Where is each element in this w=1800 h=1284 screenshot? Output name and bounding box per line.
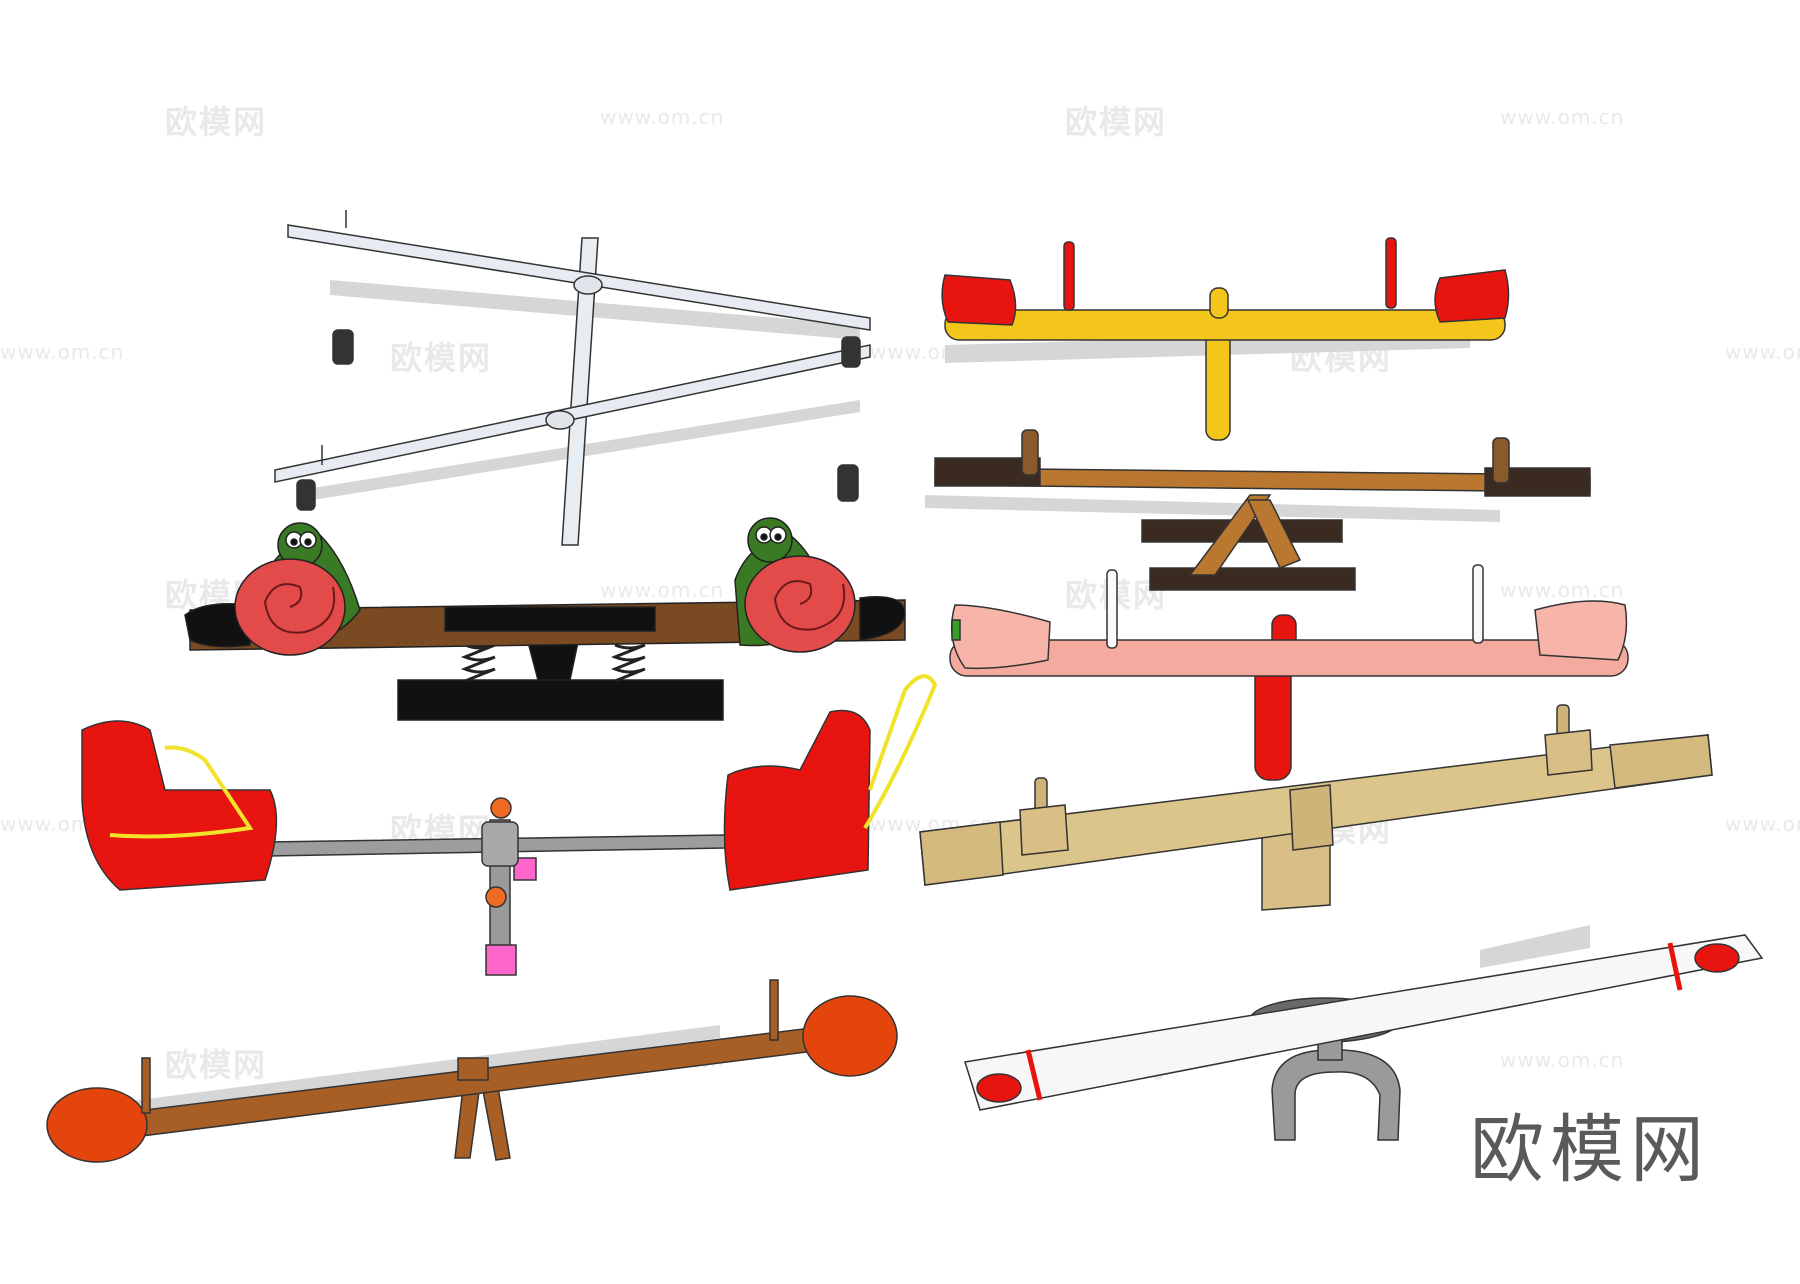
seat: [950, 604, 1051, 670]
clamp: [545, 410, 575, 430]
handle-post: [1021, 429, 1039, 476]
plank: [104, 1021, 863, 1141]
natural-timber-seesaw: [919, 704, 1713, 911]
center-grip: [444, 606, 656, 632]
seat-pad: [1694, 943, 1740, 973]
tyre-bumper: [837, 464, 859, 502]
pink-seesaw-red-post: [949, 564, 1629, 781]
bucket-seat: [723, 709, 871, 891]
safety-bar: [109, 745, 254, 839]
clamp: [573, 275, 603, 295]
brand-logo: 欧模网: [1470, 1107, 1710, 1193]
pivot-sleeve: [481, 821, 519, 867]
tyre-bumper: [841, 336, 861, 368]
snail-figure: [734, 517, 856, 653]
red-bucket-seat-seesaw: [81, 674, 938, 976]
base-plate: [397, 679, 724, 721]
base-beam: [1149, 567, 1356, 591]
ground-shadow: [925, 495, 1500, 522]
white-metal-seesaw: [274, 210, 871, 546]
dark-wood-seesaw: [925, 429, 1591, 591]
seat-block: [919, 821, 1004, 886]
yellow-seesaw-red-seats: [941, 237, 1510, 441]
tyre-bumper: [296, 479, 316, 511]
handle-post: [141, 1057, 151, 1114]
post: [1254, 659, 1292, 781]
handle: [1385, 237, 1397, 309]
beam: [949, 639, 1629, 677]
handle: [1025, 1049, 1043, 1101]
post: [1205, 329, 1231, 441]
leg-pipe: [561, 237, 599, 546]
safety-bar: [863, 674, 938, 830]
pivot-cap: [1209, 287, 1229, 319]
pivot-block: [457, 1057, 489, 1081]
post-cap: [485, 886, 507, 908]
post-base: [485, 944, 517, 976]
board: [964, 934, 1764, 1111]
support-leg: [1246, 499, 1302, 569]
round-orange-seat-seesaw: [46, 979, 898, 1163]
seat-pad: [976, 1073, 1022, 1103]
round-seat: [46, 1087, 148, 1163]
snail-figure: [234, 522, 361, 656]
grip: [951, 619, 961, 641]
handle: [1106, 569, 1118, 649]
ground-shadow: [1480, 925, 1590, 968]
seat-block: [1609, 734, 1713, 789]
pivot-stand: [527, 641, 579, 681]
handle: [1063, 241, 1075, 311]
beam-pipe: [274, 344, 871, 483]
end-cap: [859, 596, 906, 641]
handle: [1472, 564, 1484, 644]
base-arch: [1271, 1049, 1401, 1141]
bucket-seat: [81, 720, 278, 891]
snail-spring-seesaw: [184, 517, 906, 721]
support-leg: [1188, 494, 1272, 576]
post-base: [513, 857, 537, 881]
handle: [1667, 942, 1683, 991]
handle-post: [1492, 437, 1510, 484]
seat: [941, 274, 1017, 326]
post-cap: [490, 797, 512, 819]
tyre-bumper: [332, 329, 354, 365]
seat: [1534, 600, 1628, 661]
handle-post: [769, 979, 779, 1041]
white-board-grey-base-seesaw: [964, 925, 1764, 1141]
pivot-block: [1289, 784, 1334, 851]
ground-shadow: [100, 1025, 720, 1118]
handle-bracket: [1019, 804, 1069, 856]
handle-bracket: [1544, 729, 1593, 776]
round-seat: [802, 995, 898, 1077]
seat: [1434, 269, 1510, 323]
